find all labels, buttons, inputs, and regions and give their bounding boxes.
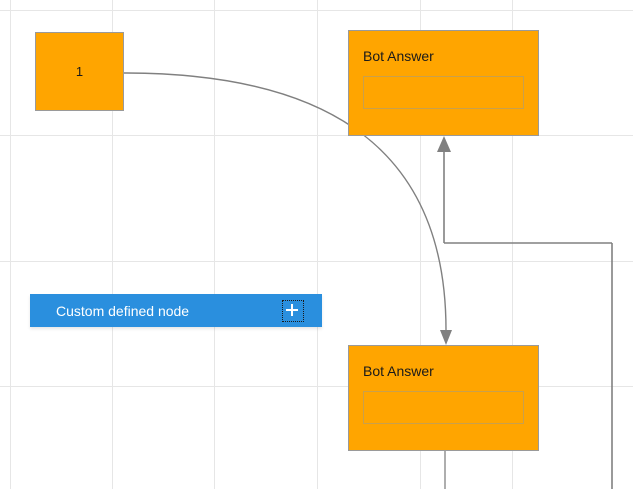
- node-bot-answer-top-title: Bot Answer: [363, 48, 434, 64]
- node-start[interactable]: 1: [35, 32, 124, 111]
- node-bot-answer-top-field[interactable]: [363, 76, 524, 110]
- connector-bot-answer-bottom-to-top[interactable]: [437, 136, 613, 489]
- palette-item-label: Custom defined node: [56, 302, 190, 319]
- node-start-label: 1: [75, 64, 84, 79]
- palette-item-custom-defined-node[interactable]: Custom defined node: [30, 294, 322, 327]
- node-bot-answer-bottom[interactable]: Bot Answer: [348, 345, 539, 451]
- arrowhead-down-icon: [440, 330, 452, 345]
- arrowhead-up-icon: [437, 136, 451, 152]
- node-bot-answer-top[interactable]: Bot Answer: [348, 30, 539, 136]
- node-bot-answer-bottom-title: Bot Answer: [363, 363, 434, 379]
- plus-icon[interactable]: [282, 299, 304, 322]
- node-bot-answer-bottom-field[interactable]: [363, 391, 524, 425]
